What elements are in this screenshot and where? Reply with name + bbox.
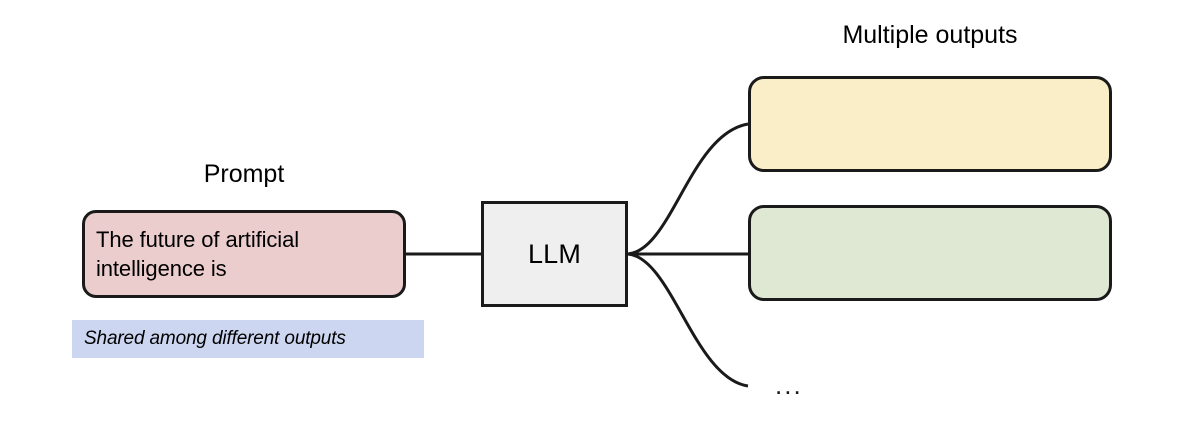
prompt-text: The future of artificial intelligence is [96,227,300,281]
outputs-ellipsis: ... [775,370,803,400]
prompt-label: Prompt [203,160,285,188]
output-box-1[interactable] [748,76,1112,172]
prompt-box[interactable]: The future of artificial intelligence is [82,210,406,298]
output-box-2[interactable] [748,205,1112,301]
llm-label: LLM [527,238,582,269]
edge-llm-to-ellipsis [627,252,749,388]
shared-note-band: Shared among different outputs [72,320,424,358]
llm-box[interactable]: LLM [481,201,628,307]
multiple-outputs-label: Multiple outputs [842,21,1018,49]
edge-llm-to-output-1 [627,122,749,256]
